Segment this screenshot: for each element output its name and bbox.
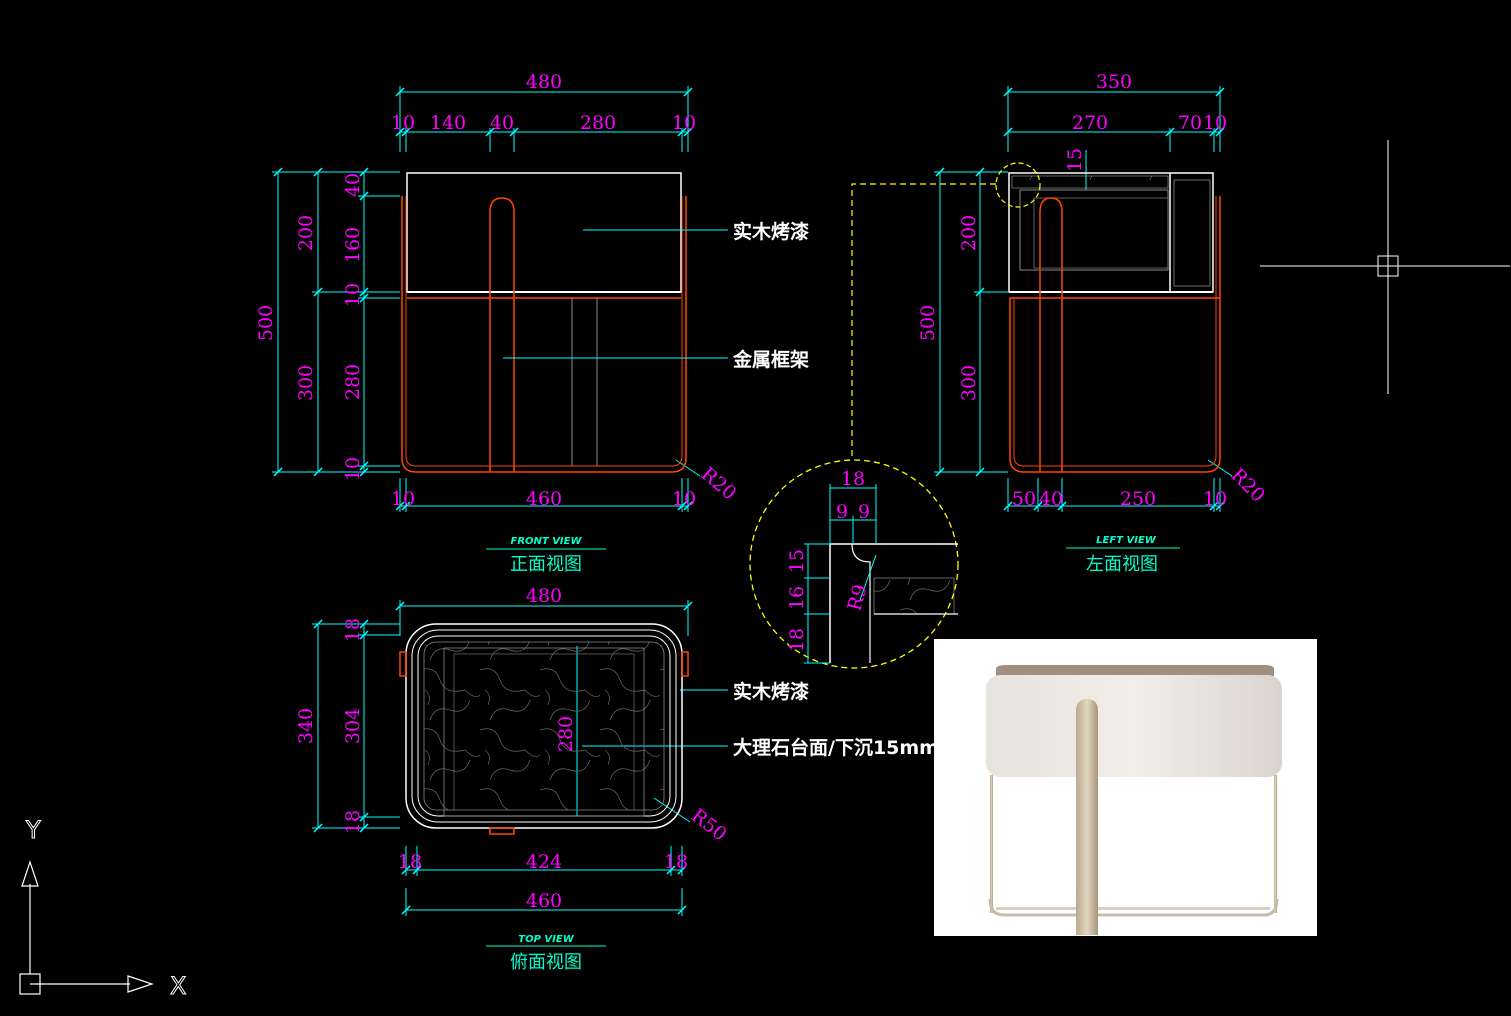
front-dim-left-s3: 10 xyxy=(342,283,364,307)
front-dim-left-s4: 280 xyxy=(342,364,364,400)
front-dim-bottom-c: 10 xyxy=(672,488,696,510)
left-dim-bottom-d: 10 xyxy=(1203,488,1227,510)
detail-dim-w: 18 xyxy=(841,468,865,490)
top-dim-inner-h: 280 xyxy=(555,716,577,752)
front-title-cn: 正面视图 xyxy=(510,554,582,575)
front-dim-left-s5: 10 xyxy=(342,457,364,481)
left-title-en: LEFT VIEW xyxy=(1096,535,1157,546)
left-view: 350 270 70 10 15 500 200 300 50 40 250 1… xyxy=(851,71,1269,575)
top-dim-bottom-c: 18 xyxy=(664,851,688,873)
ucs-y-label: Y xyxy=(25,816,41,844)
front-note-metal: 金属框架 xyxy=(732,348,809,371)
front-note-wood: 实木烤漆 xyxy=(733,220,809,243)
front-dim-top-d: 280 xyxy=(580,112,616,134)
top-dim-bottom-total: 460 xyxy=(526,890,562,912)
left-dim-top-total: 350 xyxy=(1096,71,1132,93)
left-dim-bottom-c: 250 xyxy=(1120,488,1156,510)
left-dim-bottom-a: 50 xyxy=(1012,488,1036,510)
detail-dim-h2: 16 xyxy=(786,586,808,610)
product-render-image xyxy=(934,639,1317,936)
top-dim-radius: R50 xyxy=(687,805,731,846)
top-note-wood: 实木烤漆 xyxy=(733,680,809,703)
left-dim-bottom-b: 40 xyxy=(1039,488,1063,510)
front-dim-top-e: 10 xyxy=(672,112,696,134)
detail-dim-b: 9 xyxy=(858,501,870,523)
top-dim-left-c: 18 xyxy=(342,810,364,834)
left-dim-left-lower: 300 xyxy=(958,365,980,401)
front-view: 480 10 140 40 280 10 500 200 300 40 160 … xyxy=(255,71,809,575)
front-dim-left-s1: 40 xyxy=(342,173,364,197)
crosshair-cursor-icon xyxy=(1260,140,1510,394)
front-dim-top-total: 480 xyxy=(526,71,562,93)
front-dim-bottom-b: 460 xyxy=(526,488,562,510)
left-dim-sink: 15 xyxy=(1064,148,1086,172)
front-dim-left-s2: 160 xyxy=(342,227,364,263)
top-note-marble: 大理石台面/下沉15mm xyxy=(733,736,939,759)
ucs-axis-icon: Y X xyxy=(19,816,187,1001)
front-dim-top-c: 40 xyxy=(490,112,514,134)
front-dim-top-b: 140 xyxy=(430,112,466,134)
left-dim-left-total: 500 xyxy=(917,305,939,341)
top-dim-left-b: 304 xyxy=(342,708,364,744)
front-dim-radius: R20 xyxy=(697,463,741,505)
front-dim-top-a: 10 xyxy=(391,112,415,134)
left-dim-top-a: 270 xyxy=(1072,112,1108,134)
top-dim-top-total: 480 xyxy=(526,585,562,607)
top-dim-left-total: 340 xyxy=(295,708,317,744)
top-title-en: TOP VIEW xyxy=(518,934,574,945)
left-dim-top-c: 10 xyxy=(1203,112,1227,134)
top-dim-bottom-b: 424 xyxy=(526,851,562,873)
top-dim-bottom-a: 18 xyxy=(398,851,422,873)
top-title-cn: 俯面视图 xyxy=(510,952,582,973)
left-dim-radius: R20 xyxy=(1226,464,1269,507)
front-dim-bottom-a: 10 xyxy=(391,488,415,510)
detail-dim-h1: 15 xyxy=(786,549,808,573)
front-title-en: FRONT VIEW xyxy=(510,536,582,547)
detail-dim-h3: 18 xyxy=(786,628,808,652)
top-dim-left-a: 18 xyxy=(342,618,364,642)
detail-dim-radius: R9 xyxy=(844,582,872,613)
left-dim-left-upper: 200 xyxy=(958,215,980,251)
nightstand-render-illustration xyxy=(986,665,1282,935)
left-dim-top-b: 70 xyxy=(1178,112,1202,134)
left-title-cn: 左面视图 xyxy=(1086,554,1158,575)
detail-dim-a: 9 xyxy=(836,501,848,523)
front-dim-left-total: 500 xyxy=(255,305,277,341)
ucs-x-label: X xyxy=(170,972,186,1000)
top-view: 480 340 18 304 18 280 18 424 18 460 R50 … xyxy=(295,585,939,973)
detail-view: 18 9 9 15 16 18 R9 xyxy=(749,459,959,669)
front-dim-left-upper: 200 xyxy=(295,215,317,251)
front-dim-left-lower: 300 xyxy=(295,365,317,401)
